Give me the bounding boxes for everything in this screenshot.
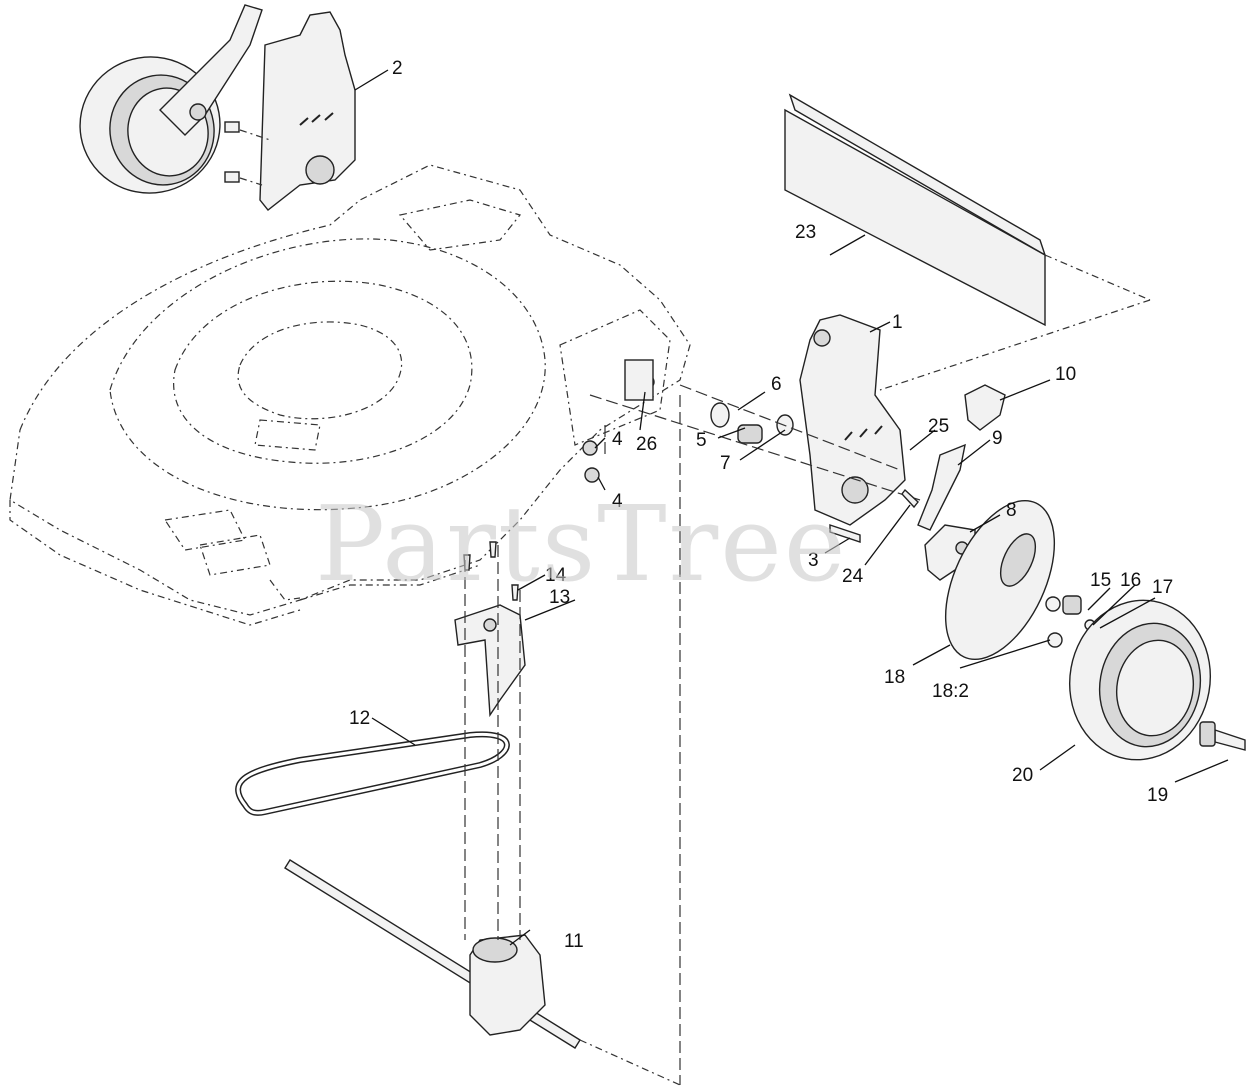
callout-4a: 4 xyxy=(612,429,623,450)
callout-1: 1 xyxy=(892,312,903,333)
callout-4b: 4 xyxy=(612,491,623,512)
callout-25: 25 xyxy=(928,416,949,437)
screws xyxy=(829,488,919,543)
watermark: PartsTree xyxy=(315,483,847,605)
rear-wheel-left xyxy=(79,4,263,194)
callout-19: 19 xyxy=(1147,785,1168,806)
callout-5: 5 xyxy=(696,430,707,451)
wheel-hubcap-plate xyxy=(944,499,1056,661)
callout-6: 6 xyxy=(771,374,782,395)
callout-13: 13 xyxy=(549,587,570,608)
height-adjust-bracket-left xyxy=(224,11,356,211)
height-lever xyxy=(917,384,1006,531)
rear-wheel-right xyxy=(1068,599,1212,761)
callout-3: 3 xyxy=(808,550,819,571)
rear-baffle xyxy=(784,93,1151,391)
callout-10: 10 xyxy=(1055,364,1076,385)
callout-23: 23 xyxy=(795,222,816,243)
callout-20: 20 xyxy=(1012,765,1033,786)
callout-12: 12 xyxy=(349,708,370,729)
drive-bracket xyxy=(454,541,526,718)
callout-2: 2 xyxy=(392,58,403,79)
height-adjust-bracket-right xyxy=(799,314,906,526)
drive-belt xyxy=(235,731,510,816)
nuts xyxy=(582,359,655,483)
callout-labels: 2 23 1 10 6 26 25 5 9 4 7 4 8 3 24 14 15… xyxy=(349,58,1173,952)
transmission-assembly xyxy=(284,395,681,1086)
callout-18-2: 18:2 xyxy=(932,681,969,702)
bearing-and-washers xyxy=(1045,595,1096,648)
callout-9: 9 xyxy=(992,428,1003,449)
leader-lines xyxy=(354,69,1229,946)
mower-deck xyxy=(9,164,691,626)
callout-16: 16 xyxy=(1120,570,1141,591)
callout-17: 17 xyxy=(1152,577,1173,598)
wheel-bolt xyxy=(1199,721,1246,751)
callout-24: 24 xyxy=(842,566,864,587)
callout-14: 14 xyxy=(545,565,567,586)
callout-15: 15 xyxy=(1090,570,1111,591)
callout-18: 18 xyxy=(884,667,905,688)
callout-26: 26 xyxy=(636,434,657,455)
bushings xyxy=(589,384,921,501)
callout-11: 11 xyxy=(564,931,584,952)
assembly-lines-left xyxy=(239,129,271,186)
callout-8: 8 xyxy=(1006,500,1017,521)
callout-7: 7 xyxy=(720,453,731,474)
